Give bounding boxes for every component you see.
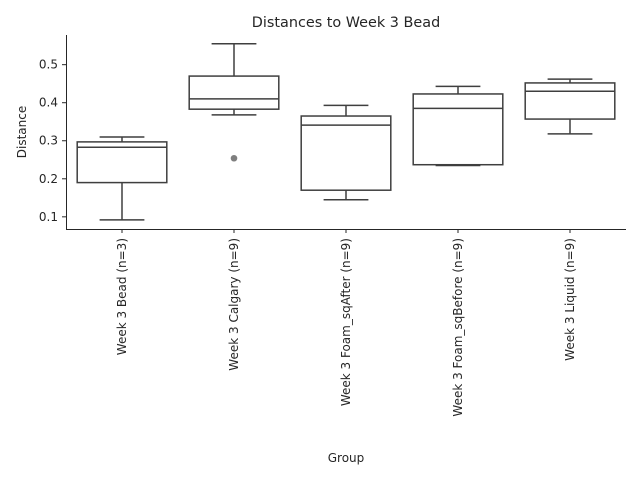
iqr-box [76, 141, 168, 184]
x-tick-label: Week 3 Foam_sqBefore (n=9) [451, 238, 465, 417]
box-group [76, 136, 168, 221]
box-group [524, 78, 616, 135]
x-axis-label: Group [328, 451, 365, 465]
iqr-box [524, 82, 616, 120]
y-axis-label: Distance [15, 106, 29, 158]
y-tick-label: 0.1 [39, 210, 58, 224]
y-tick-label: 0.4 [39, 96, 58, 110]
y-tick-label: 0.2 [39, 172, 58, 186]
chart-title: Distances to Week 3 Bead [252, 15, 440, 31]
iqr-box [300, 115, 392, 191]
x-tick-label: Week 3 Foam_sqAfter (n=9) [339, 238, 353, 406]
outlier-point [230, 154, 238, 162]
x-tick-label: Week 3 Calgary (n=9) [227, 238, 241, 371]
box-group [412, 85, 504, 167]
box-group [188, 42, 280, 162]
x-ticks: Week 3 Bead (n=3) Week 3 Calgary (n=9) Wee… [115, 229, 577, 417]
boxes [76, 42, 616, 221]
box-group [300, 104, 392, 201]
y-ticks: 0.1 0.2 0.3 0.4 0.5 [39, 58, 66, 224]
x-tick-label: Week 3 Liquid (n=9) [563, 238, 577, 361]
iqr-box [188, 75, 280, 110]
x-tick-label: Week 3 Bead (n=3) [115, 238, 129, 355]
y-tick-label: 0.5 [39, 58, 58, 72]
y-tick-label: 0.3 [39, 134, 58, 148]
iqr-box [412, 93, 504, 166]
